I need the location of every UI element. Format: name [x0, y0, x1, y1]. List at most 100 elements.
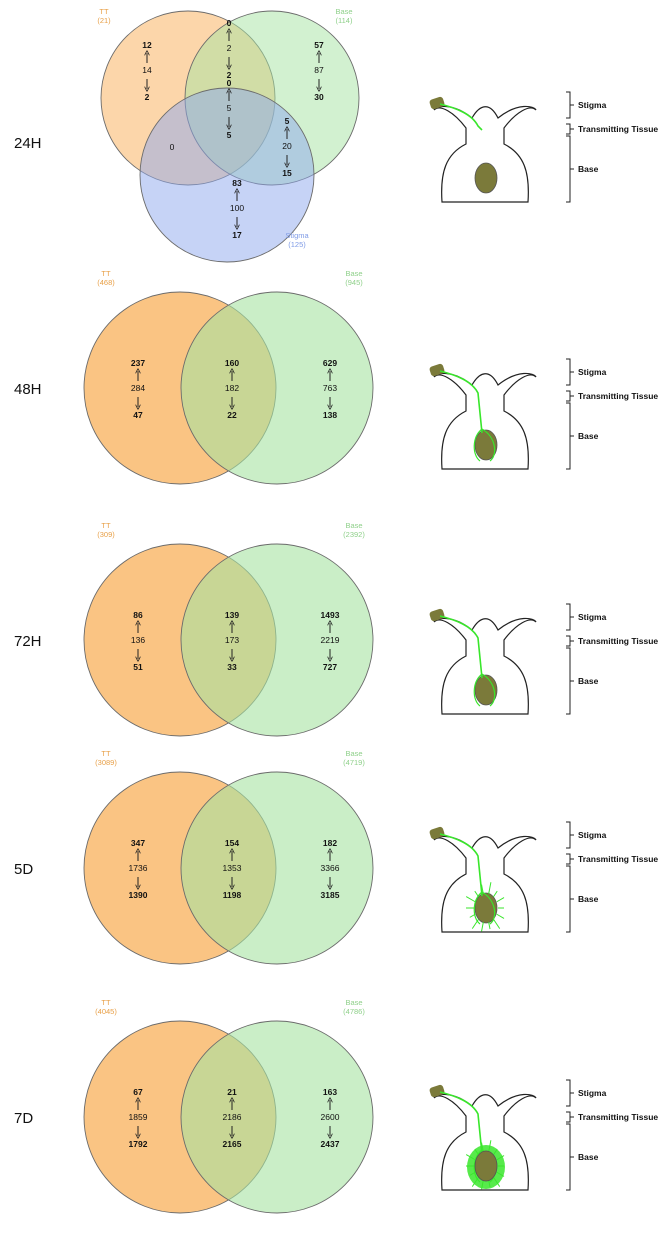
region-tt-base-total-count: 2 [227, 43, 232, 53]
base-set-name: Base [345, 269, 362, 278]
pollen-grain-shape [429, 826, 445, 840]
pollen-tube-branch-shape [473, 428, 496, 462]
pollen-tube-shape [439, 1091, 483, 1155]
stigma-bracket [566, 1079, 574, 1107]
pollen-grain-shape [429, 608, 445, 622]
ovule-shape [474, 162, 498, 194]
transmitting-tissue-bracket [566, 390, 574, 402]
region-overlap-down-count: 22 [227, 410, 237, 420]
stigma-bracket [566, 821, 574, 849]
region-all-three-total-count: 5 [227, 103, 232, 113]
base-set-name: Base [345, 521, 362, 530]
transmitting-tissue-bracket [566, 853, 574, 865]
base-circle [180, 1020, 374, 1214]
region-overlap-down-count: 33 [227, 662, 237, 672]
region-base-only-down-count: 3185 [321, 890, 340, 900]
region-base-only-down-count: 138 [323, 410, 337, 420]
region-overlap-total-count: 2186 [223, 1112, 242, 1122]
base-circle [180, 771, 374, 965]
panels-layer: 24HTT(21)Base(114)Stigma(125)12142022578… [14, 7, 658, 1214]
pollen-tube-fiber-shape [465, 896, 476, 903]
pollen-tube-fiber-shape [493, 890, 498, 898]
stigma-bracket [566, 603, 574, 631]
transmitting-tissue-bracket [566, 635, 574, 647]
pollen-tube-shape [439, 370, 483, 434]
panel-48h: 48HTT(468)Base(945)237284471601822262976… [14, 269, 658, 485]
time-label: 72H [14, 633, 42, 650]
region-overlap-down-count: 2165 [223, 1139, 242, 1149]
pollen-tube-shape [439, 833, 483, 897]
region-tt-base: 022 [227, 18, 232, 80]
base-set-count: (114) [336, 16, 353, 25]
stigma-circle [139, 87, 315, 263]
base-label: Base [578, 894, 599, 904]
time-label: 48H [14, 381, 42, 398]
region-base-stigma-down-count: 15 [282, 168, 292, 178]
base-label: Base [578, 1152, 599, 1162]
pollen-tube-shape [439, 615, 483, 679]
region-tt-only-total-count: 284 [131, 383, 145, 393]
time-label: 7D [14, 1110, 33, 1127]
pollen-tube-fiber-shape [469, 913, 476, 918]
pollen-tube-fiber-shape [481, 884, 484, 895]
region-tt-only-total-count: 14 [142, 65, 152, 75]
region-tt-only-up-count: 347 [131, 838, 145, 848]
base-set-count: (2392) [343, 530, 365, 539]
region-base-only-down-count: 2437 [321, 1139, 340, 1149]
base-set-name: Base [345, 998, 362, 1007]
transmitting-tissue-bracket [566, 1111, 574, 1123]
tt-set-name: TT [101, 749, 111, 758]
transmitting-tissue-label: Transmitting Tissue [578, 854, 658, 864]
tt-set-count: (309) [97, 530, 115, 539]
region-tt-only-down-count: 47 [133, 410, 143, 420]
stigma-label: Stigma [578, 612, 607, 622]
region-base-only-up-count: 629 [323, 358, 337, 368]
region-base-only-up-count: 57 [314, 40, 324, 50]
region-base-only-total-count: 87 [314, 65, 324, 75]
region-overlap-up-count: 160 [225, 358, 239, 368]
panel-5d: 5DTT(3089)Base(4719)34717361390154135311… [14, 749, 658, 965]
transmitting-tissue-label: Transmitting Tissue [578, 124, 658, 134]
region-tt-only-down-count: 51 [133, 662, 143, 672]
tt-set-count: (468) [97, 278, 115, 287]
region-tt-only-down-count: 1792 [129, 1139, 148, 1149]
time-label: 24H [14, 135, 42, 152]
region-all-three: 055 [227, 78, 232, 140]
pollen-tube-fiber-shape [488, 921, 491, 930]
region-base-only-total-count: 2219 [321, 635, 340, 645]
base-bracket [566, 402, 574, 470]
pollen-tube-branch-shape [473, 891, 496, 925]
pollen-tube-fiber-shape [496, 897, 505, 903]
region-base-only-total-count: 3366 [321, 863, 340, 873]
region-stigma-only-up-count: 83 [232, 178, 242, 188]
tt-set-count: (3089) [95, 758, 117, 767]
region-tt-only-up-count: 12 [142, 40, 152, 50]
region-overlap-up-count: 154 [225, 838, 239, 848]
pollen-tube-fiber-shape [493, 918, 501, 929]
base-label: Base [578, 676, 599, 686]
stigma-set-count: (125) [288, 240, 306, 249]
pollen-grain-shape [429, 363, 445, 377]
region-overlap-up-count: 21 [227, 1087, 237, 1097]
region-base-only-up-count: 163 [323, 1087, 337, 1097]
pollen-tube-fiber-shape [496, 913, 505, 919]
region-overlap-down-count: 1198 [223, 890, 242, 900]
pollen-tube-branch-shape [473, 673, 496, 707]
region-base-only-up-count: 1493 [321, 610, 340, 620]
stigma-label: Stigma [578, 830, 607, 840]
region-tt-only-down-count: 1390 [129, 890, 148, 900]
